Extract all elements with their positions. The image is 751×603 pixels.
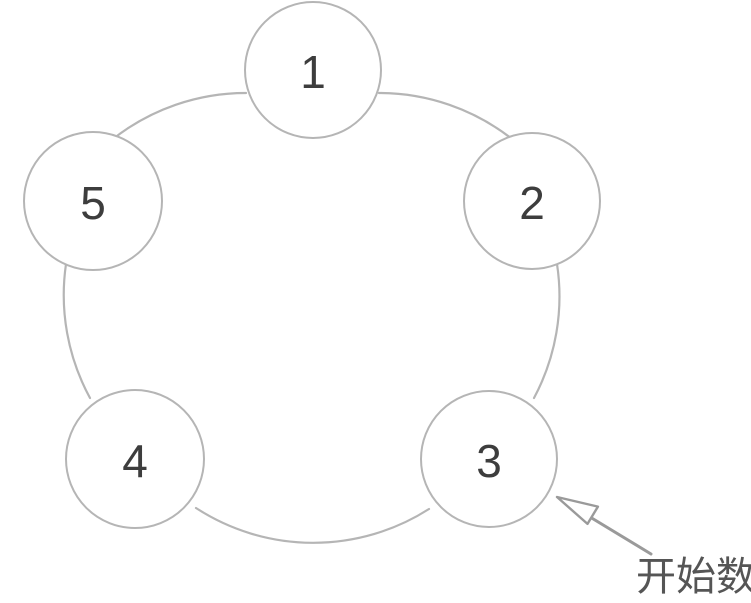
edge-5-to-1 bbox=[111, 91, 248, 141]
node-5[interactable]: 5 bbox=[23, 131, 163, 271]
node-3-label: 3 bbox=[476, 435, 502, 487]
edge-2-to-3 bbox=[532, 262, 561, 400]
node-1-label: 1 bbox=[300, 46, 326, 98]
edge-1-to-2 bbox=[377, 91, 514, 141]
node-4-circle[interactable] bbox=[65, 389, 205, 529]
edge-group bbox=[62, 91, 561, 544]
node-2[interactable]: 2 bbox=[463, 132, 601, 270]
node-group: 1 2 3 4 5 bbox=[23, 1, 601, 529]
node-2-label: 2 bbox=[519, 177, 545, 229]
node-4-label: 4 bbox=[122, 435, 148, 487]
annotation-arrow bbox=[555, 495, 653, 556]
node-1[interactable]: 1 bbox=[244, 1, 382, 139]
arrow-head-open-triangle-icon bbox=[555, 495, 600, 526]
node-4[interactable]: 4 bbox=[65, 389, 205, 529]
node-1-circle[interactable] bbox=[244, 1, 382, 139]
annotation-label-start-number: 开始数 bbox=[636, 554, 751, 600]
node-5-circle[interactable] bbox=[23, 131, 163, 271]
arrow-shaft-line bbox=[584, 513, 653, 556]
node-3-circle[interactable] bbox=[420, 390, 558, 528]
node-2-circle[interactable] bbox=[463, 132, 601, 270]
node-3[interactable]: 3 bbox=[420, 390, 558, 528]
edge-4-to-5 bbox=[62, 262, 92, 400]
node-5-label: 5 bbox=[80, 177, 106, 229]
edge-3-to-4 bbox=[194, 506, 431, 544]
